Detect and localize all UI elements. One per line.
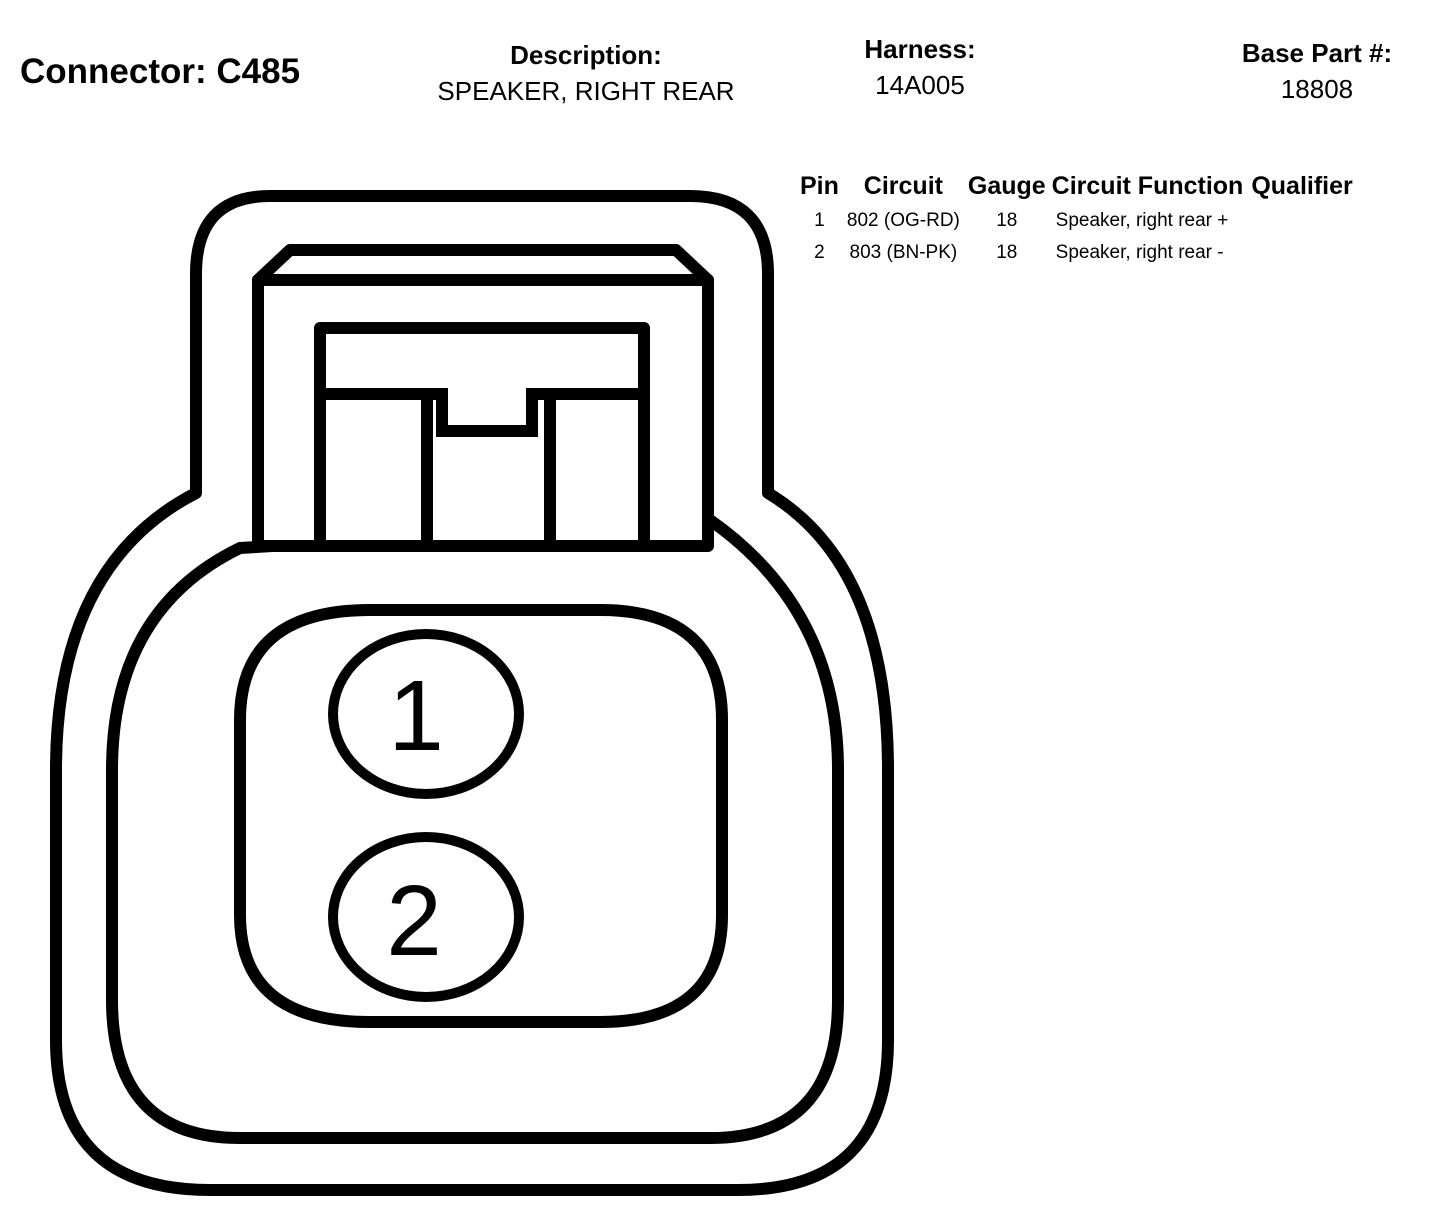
table-row: 1 802 (OG-RD) 18 Speaker, right rear +: [796, 207, 1357, 239]
pin-1-label: 1: [388, 660, 444, 772]
pin-2-terminal: [328, 832, 524, 1002]
cell-pin: 2: [814, 242, 825, 263]
harness-label: Harness:: [864, 34, 976, 64]
cell-pin: 1: [814, 210, 825, 231]
harness-block: Harness: 14A005: [820, 36, 1020, 98]
pin-1-terminal: [328, 629, 524, 799]
header-pin: Pin: [800, 172, 839, 200]
harness-value: 14A005: [875, 70, 965, 100]
cell-circuit-function: Speaker, right rear -: [1055, 242, 1224, 263]
header-gauge: Gauge: [967, 172, 1046, 200]
cell-gauge: 18: [996, 210, 1018, 231]
connector-title: Connector: C485: [20, 52, 301, 91]
cell-gauge: 18: [996, 242, 1018, 263]
cell-circuit-function: Speaker, right rear +: [1055, 210, 1229, 231]
base-part-value: 18808: [1280, 74, 1354, 104]
header-circuit-function: Circuit Function: [1051, 172, 1244, 200]
cell-circuit: 803 (BN-PK): [849, 242, 958, 263]
description-label: Description:: [510, 40, 662, 70]
header-qualifier: Qualifier: [1251, 172, 1353, 200]
pin-table-header-row: Pin Circuit Gauge Circuit Function Quali…: [796, 172, 1357, 207]
table-row: 2 803 (BN-PK) 18 Speaker, right rear -: [796, 239, 1357, 271]
header-circuit: Circuit: [863, 172, 943, 200]
base-part-block: Base Part #: 18808: [1217, 40, 1417, 102]
latch-key: [320, 388, 644, 546]
pin-2-label: 2: [386, 865, 442, 977]
pin-table: Pin Circuit Gauge Circuit Function Quali…: [796, 172, 1357, 271]
cell-circuit: 802 (OG-RD): [846, 210, 960, 231]
description-value: SPEAKER, RIGHT REAR: [437, 76, 735, 106]
base-part-label: Base Part #:: [1241, 38, 1393, 68]
description-block: Description: SPEAKER, RIGHT REAR: [420, 42, 752, 104]
